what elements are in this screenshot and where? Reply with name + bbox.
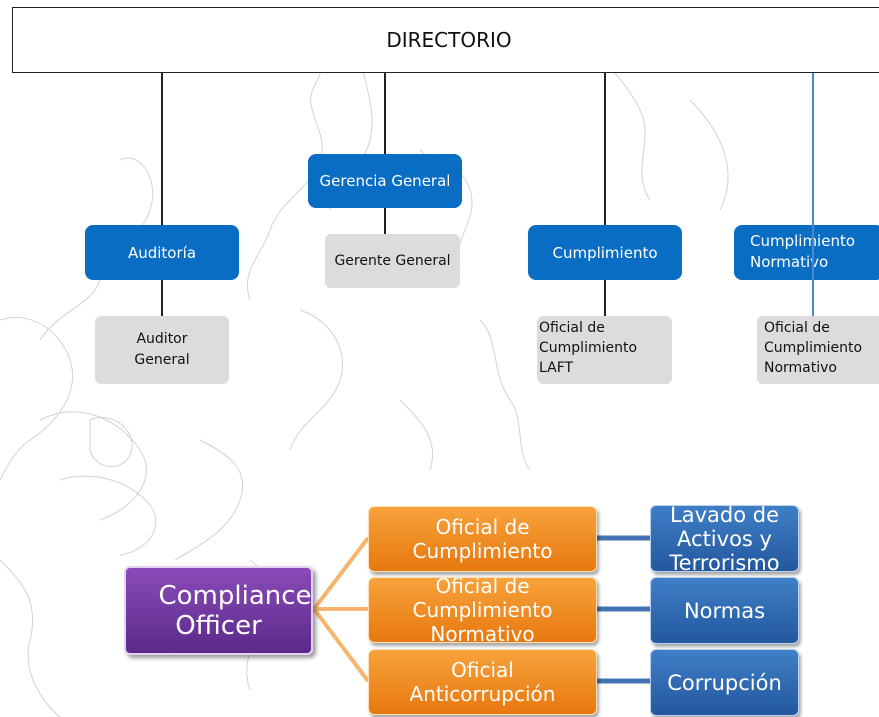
gerente-general-box: Gerente General bbox=[325, 234, 460, 288]
connector-line bbox=[604, 73, 606, 225]
officer-label: Oficial Anticorrupción bbox=[409, 658, 556, 706]
connector-line bbox=[604, 280, 606, 317]
compliance-officer-box: Compliance Officer bbox=[124, 566, 313, 655]
map-outline bbox=[289, 309, 344, 451]
connector-line bbox=[384, 208, 386, 234]
map-outline bbox=[0, 316, 74, 481]
area-label: Normas bbox=[683, 598, 766, 623]
blue-connector-line bbox=[812, 73, 814, 316]
auditor-general-label: Auditor General bbox=[134, 331, 190, 368]
map-outline bbox=[0, 559, 61, 717]
oficial-normativo-officer-box: Oficial de Cumplimiento Normativo bbox=[368, 577, 597, 643]
auditoria-box: Auditoría bbox=[85, 225, 239, 280]
connector-line bbox=[384, 73, 386, 154]
directorio-box: DIRECTORIO bbox=[12, 7, 879, 73]
oficial-normativo-box: Oficial de Cumplimiento Normativo bbox=[757, 316, 879, 384]
map-outline bbox=[399, 399, 434, 471]
corrupcion-box: Corrupción bbox=[650, 649, 799, 716]
gerente-general-label: Gerente General bbox=[334, 252, 451, 269]
cumplimiento-normativo-box: Cumplimiento Normativo bbox=[734, 225, 879, 280]
normas-box: Normas bbox=[650, 577, 799, 644]
root-connector bbox=[312, 607, 370, 683]
map-outline bbox=[689, 99, 729, 211]
auditoria-label: Auditoría bbox=[127, 243, 197, 262]
map-outline bbox=[479, 319, 531, 471]
map-outline bbox=[89, 416, 133, 467]
auditor-general-box: Auditor General bbox=[95, 316, 229, 384]
oficial-normativo-label: Oficial de Cumplimiento Normativo bbox=[764, 320, 863, 376]
cumplimiento-normativo-label: Cumplimiento Normativo bbox=[750, 232, 856, 271]
map-outline bbox=[174, 439, 244, 561]
oficial-laft-box: Oficial de Cumplimiento LAFT bbox=[537, 316, 672, 384]
connector-line bbox=[161, 73, 163, 225]
connector-line bbox=[161, 280, 163, 317]
oficial-laft-label: Oficial de Cumplimiento LAFT bbox=[539, 320, 638, 376]
gerencia-general-label: Gerencia General bbox=[319, 172, 451, 190]
cumplimiento-label: Cumplimiento bbox=[552, 243, 658, 262]
oficial-anticorrupcion-box: Oficial Anticorrupción bbox=[368, 649, 597, 715]
officer-label: Oficial de Cumplimiento bbox=[412, 515, 553, 563]
map-outline bbox=[59, 475, 157, 556]
lavado-activos-box: Lavado de Activos y Terrorismo bbox=[650, 505, 799, 572]
officer-label: Oficial de Cumplimiento Normativo bbox=[412, 577, 553, 643]
root-connector bbox=[312, 536, 370, 611]
compliance-officer-label: Compliance Officer bbox=[158, 580, 312, 641]
gerencia-general-box: Gerencia General bbox=[308, 154, 462, 208]
map-outline bbox=[39, 411, 147, 521]
oficial-cumplimiento-box: Oficial de Cumplimiento bbox=[368, 506, 597, 572]
cumplimiento-box: Cumplimiento bbox=[528, 225, 682, 280]
area-label: Corrupción bbox=[667, 670, 782, 695]
directorio-label: DIRECTORIO bbox=[386, 28, 512, 52]
area-label: Lavado de Activos y Terrorismo bbox=[669, 505, 780, 572]
